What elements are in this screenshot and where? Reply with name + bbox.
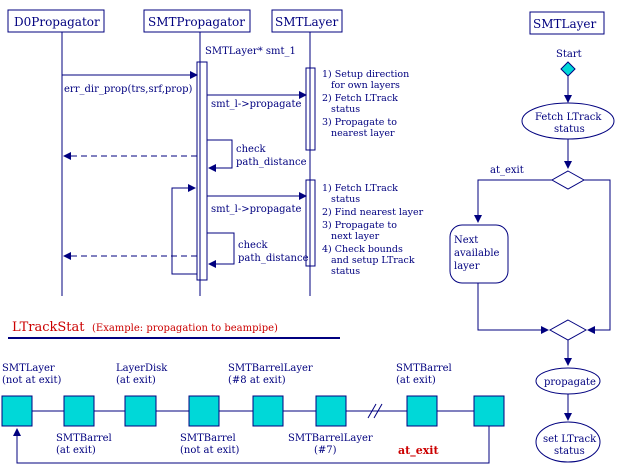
set-line2: status [554, 446, 585, 457]
at-exit-marker: at_exit [398, 444, 439, 458]
chain-node-7 [406, 395, 438, 427]
flowchart-start-label: Start [556, 49, 582, 60]
next-line3: layer [454, 261, 480, 272]
note2-line7: and setup LTrack [331, 255, 415, 266]
self-arrow-check2 [207, 232, 235, 268]
flowchart-title-box [529, 11, 605, 35]
chain-node-1 [1, 395, 33, 427]
activation-smtlayer-1 [305, 67, 316, 151]
participant-smtpropagator: SMTPropagator [148, 15, 245, 29]
note1-line6: nearest layer [331, 128, 395, 139]
next-line1: Next [454, 235, 478, 246]
participant-d0propagator-box [7, 9, 105, 33]
decision-at-exit [550, 170, 586, 190]
notes-1: 1) Setup direction for own layers 2) Fet… [322, 69, 409, 139]
fetch-line2: status [554, 124, 585, 135]
note2-line2: status [331, 194, 360, 205]
flowchart-title: SMTLayer [533, 17, 597, 31]
bottom-label-3-name: SMTBarrelLayer [288, 433, 373, 444]
chain-node-3 [124, 395, 157, 427]
arrow-decision-join [584, 179, 611, 334]
arrow-next-join [477, 283, 549, 334]
activation-smtlayer-2 [305, 179, 316, 267]
note2-line6: 4) Check bounds [322, 244, 403, 255]
start-node [560, 61, 576, 77]
message-check1-line2: path_distance [236, 157, 307, 168]
set-node [535, 421, 601, 463]
top-label-3-name: SMTBarrelLayer [228, 363, 313, 374]
sequence-diagram: D0Propagator SMTPropagator SMTLayer SMTL… [7, 9, 424, 296]
top-label-2-name: LayerDisk [116, 363, 168, 374]
top-label-1-status: (not at exit) [2, 375, 61, 386]
top-label-2-status: (at exit) [116, 375, 156, 386]
ltrackstat-diagram: LTrackStat (Example: propagation to beam… [1, 320, 505, 464]
note2-line8: status [331, 266, 360, 277]
set-line1: set LTrack [543, 434, 597, 445]
top-label-4-name: SMTBarrel [396, 363, 452, 374]
bottom-label-1-status: (at exit) [56, 445, 96, 456]
participant-smtlayer-box [271, 9, 343, 33]
message-propagate1: smt_l->propagate [211, 99, 302, 110]
note1-line5: 3) Propagate to [322, 117, 397, 128]
arrow-decision-next [474, 179, 552, 223]
bottom-label-3-status: (#7) [314, 445, 337, 456]
join-node [548, 319, 588, 341]
break-mark-2 [373, 403, 383, 419]
bottom-label-1-name: SMTBarrel [56, 433, 112, 444]
participant-d0propagator: D0Propagator [14, 15, 100, 29]
participant-smtpropagator-box [143, 9, 251, 33]
note2-line3: 2) Find nearest layer [322, 207, 424, 218]
note2-line4: 3) Propagate to [322, 220, 397, 231]
top-label-1-name: SMTLayer [2, 363, 55, 374]
top-label-3-status: (#8 at exit) [228, 375, 286, 386]
fetch-line1: Fetch LTrack [535, 112, 602, 123]
ltrackstat-subtitle: (Example: propagation to beampipe) [92, 323, 278, 334]
break-mark-1 [367, 403, 377, 419]
message-call1: err_dir_prop(trs,srf,prop) [64, 84, 193, 95]
message-check1-line1: check [236, 144, 267, 155]
next-line2: available [454, 248, 500, 259]
chain-node-6 [315, 395, 347, 427]
note1-line4: status [331, 104, 360, 115]
message-check2-line1: check [238, 240, 269, 251]
participant-smtlayer: SMTLayer [275, 15, 339, 29]
self-arrow-check1 [207, 139, 233, 172]
propagate-label: propagate [544, 377, 596, 388]
activation-smtpropagator [196, 61, 208, 281]
notes-2: 1) Fetch LTrack status 2) Find nearest l… [322, 183, 424, 277]
note1-line1: 1) Setup direction [322, 69, 409, 80]
bottom-label-2-name: SMTBarrel [180, 433, 236, 444]
object-label: SMTLayer* smt_1 [205, 46, 296, 57]
message-check2-line2: path_distance [238, 253, 309, 264]
flowchart: SMTLayer Start Fetch LTrack status at_ex… [449, 11, 615, 463]
ltrackstat-title: LTrackStat [12, 320, 85, 335]
chain-node-8 [473, 395, 505, 427]
top-label-4-status: (at exit) [396, 375, 436, 386]
chain-return-arrow [13, 426, 490, 464]
loop-arrow [171, 184, 197, 275]
note1-line3: 2) Fetch LTrack [322, 93, 398, 104]
message-propagate2: smt_l->propagate [211, 204, 302, 215]
note2-line1: 1) Fetch LTrack [322, 183, 398, 194]
chain-node-2 [63, 395, 95, 427]
chain-node-5 [252, 395, 284, 427]
next-layer-node [449, 224, 509, 284]
note1-line2: for own layers [331, 80, 400, 91]
chain-node-4 [188, 395, 220, 427]
note2-line5: next layer [331, 231, 380, 242]
at-exit-label: at_exit [490, 165, 524, 176]
bottom-label-2-status: (not at exit) [180, 445, 239, 456]
